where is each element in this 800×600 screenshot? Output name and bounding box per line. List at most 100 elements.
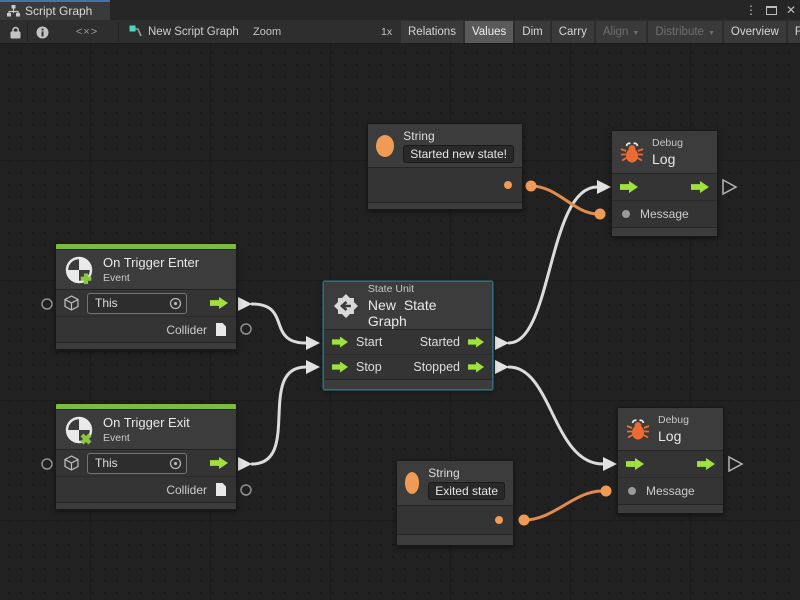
port-stringbottom-out[interactable] <box>518 514 530 526</box>
node-footer <box>618 504 723 513</box>
node-on-trigger-exit[interactable]: On Trigger Exit Event This Collider <box>55 403 237 510</box>
cross-badge <box>80 433 92 444</box>
file-icon <box>216 483 226 496</box>
window-controls: ⋮ ✕ <box>745 0 796 20</box>
wire-enter-to-start[interactable] <box>250 302 308 345</box>
value-output-dot[interactable] <box>504 181 512 189</box>
node-footer <box>397 534 513 545</box>
port-stringtop-out[interactable] <box>525 180 537 192</box>
close-icon[interactable]: ✕ <box>785 3 796 17</box>
toolbar-separator <box>118 22 119 42</box>
port-debugtop-out[interactable] <box>722 178 738 196</box>
port-debugbottom-out[interactable] <box>728 455 744 473</box>
node-footer <box>368 202 522 209</box>
port-enter-this[interactable] <box>41 298 53 310</box>
port-state-stopped-out[interactable] <box>495 360 509 374</box>
node-title: On Trigger Enter <box>103 255 200 270</box>
message-input-dot[interactable] <box>622 210 630 218</box>
flow-graph-icon <box>129 25 142 37</box>
stopped-label: Stopped <box>413 360 460 374</box>
relations-button[interactable]: Relations <box>401 21 463 43</box>
node-footer <box>612 227 717 236</box>
port-exit-collider[interactable] <box>240 484 252 496</box>
port-debugbottom-message[interactable] <box>600 485 612 497</box>
node-state-unit[interactable]: State Unit New State Graph Start Started… <box>323 281 493 390</box>
control-out-arrow[interactable] <box>697 458 715 470</box>
port-debugbottom-in[interactable] <box>603 457 617 471</box>
wire-stopped-to-debug[interactable] <box>507 365 605 466</box>
control-out-arrow[interactable] <box>210 457 228 469</box>
state-unit-icon <box>333 293 358 318</box>
values-button[interactable]: Values <box>464 21 514 43</box>
wire-started-to-debug[interactable] <box>507 185 599 345</box>
code-preview-button[interactable]: <×> <box>66 20 108 44</box>
node-on-trigger-enter[interactable]: On Trigger Enter Event This Collider <box>55 243 237 350</box>
info-button[interactable] <box>28 20 56 44</box>
target-dropdown[interactable]: This <box>87 292 187 314</box>
target-dropdown[interactable]: This <box>87 452 187 474</box>
control-out-arrow[interactable] <box>468 361 484 373</box>
start-label: Start <box>356 335 383 349</box>
node-title: Log <box>658 428 682 444</box>
lock-button[interactable] <box>2 20 28 44</box>
target-icon <box>169 457 182 469</box>
port-state-started-out[interactable] <box>495 336 509 350</box>
dim-button[interactable]: Dim <box>515 21 550 43</box>
node-subtitle: Event <box>103 272 130 284</box>
message-label: Message <box>640 207 689 221</box>
graph-breadcrumb-icon <box>126 20 146 44</box>
toolbar-separator <box>27 22 28 42</box>
window-menu-icon[interactable]: ⋮ <box>744 3 757 17</box>
gameobject-cube-icon <box>64 455 79 471</box>
string-value-field[interactable]: Started new state! <box>403 144 514 163</box>
fullscreen-button[interactable]: Full Screen <box>787 21 800 43</box>
port-debugtop-in[interactable] <box>597 180 611 194</box>
node-debug-log-top[interactable]: Debug Log Message <box>611 130 718 237</box>
message-label: Message <box>646 484 695 498</box>
wire-exit-to-stop[interactable] <box>250 365 308 466</box>
titlebar: Script Graph ⋮ ✕ <box>0 0 800 20</box>
bug-icon <box>626 418 650 439</box>
wire-string-to-message-top[interactable] <box>529 184 600 216</box>
port-enter-collider[interactable] <box>240 323 252 335</box>
chevron-down-icon: ▼ <box>632 29 640 37</box>
wire-string-to-message-bottom[interactable] <box>522 489 604 522</box>
trigger-enter-icon <box>65 256 93 284</box>
node-debug-log-bottom[interactable]: Debug Log Message <box>617 407 724 514</box>
port-exit-output[interactable] <box>238 457 252 471</box>
node-title: String <box>403 128 435 143</box>
overview-button[interactable]: Overview <box>723 21 786 43</box>
graph-canvas[interactable]: String Started new state! Debug Log <box>0 44 800 600</box>
control-in-arrow[interactable] <box>332 336 348 348</box>
target-icon <box>169 297 182 309</box>
breadcrumb[interactable]: New Script Graph <box>148 26 239 38</box>
node-string-top[interactable]: String Started new state! <box>367 123 523 210</box>
started-label: Started <box>419 335 460 349</box>
port-state-start-in[interactable] <box>306 336 320 350</box>
control-in-arrow[interactable] <box>332 361 348 373</box>
node-footer <box>56 502 236 509</box>
control-out-arrow[interactable] <box>210 297 228 309</box>
node-string-bottom[interactable]: String Exited state <box>396 460 514 546</box>
control-in-arrow[interactable] <box>626 458 644 470</box>
carry-button[interactable]: Carry <box>551 21 594 43</box>
tab-script-graph[interactable]: Script Graph <box>0 0 110 20</box>
collider-label: Collider <box>166 322 207 337</box>
value-output-dot[interactable] <box>495 516 503 524</box>
port-exit-this[interactable] <box>41 458 53 470</box>
port-enter-output[interactable] <box>238 297 252 311</box>
control-in-arrow[interactable] <box>620 181 638 193</box>
control-out-arrow[interactable] <box>468 336 484 348</box>
node-title: New State Graph <box>367 296 437 329</box>
string-value-field[interactable]: Exited state <box>428 482 505 500</box>
bug-icon <box>620 141 644 162</box>
plus-badge <box>80 273 92 284</box>
node-kind: Debug <box>658 414 689 426</box>
zoom-label: Zoom <box>253 26 282 38</box>
port-state-stop-in[interactable] <box>306 360 320 374</box>
maximize-icon[interactable] <box>765 5 777 15</box>
align-button: Align ▼ <box>595 21 647 43</box>
control-out-arrow[interactable] <box>691 181 709 193</box>
message-input-dot[interactable] <box>628 487 636 495</box>
port-debugtop-message[interactable] <box>594 208 606 220</box>
